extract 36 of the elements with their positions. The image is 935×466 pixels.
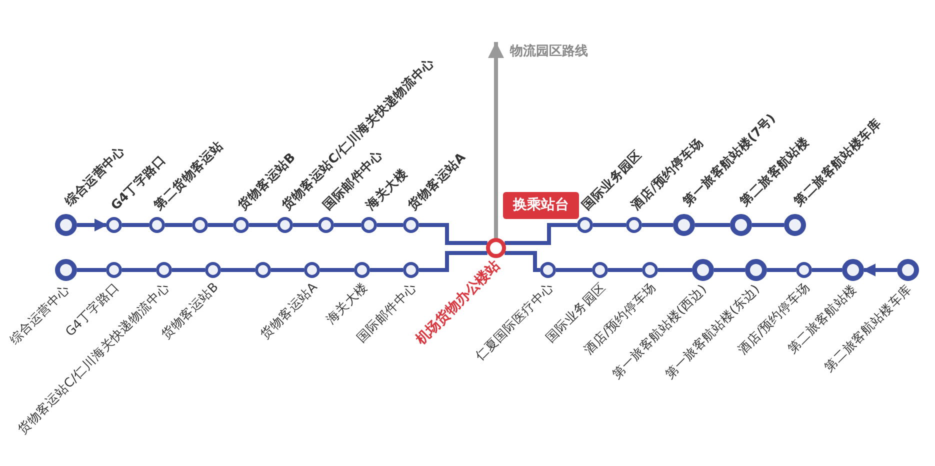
route-line: [642, 223, 673, 227]
route-label: 物流园区路线: [488, 42, 588, 62]
route-line: [377, 223, 403, 227]
route-line: [812, 268, 842, 272]
route-line: [767, 268, 796, 272]
station-circle: [255, 262, 271, 278]
route-line: [77, 268, 106, 272]
route-line: [208, 223, 233, 227]
route-line: [370, 268, 403, 272]
route-line: [334, 223, 361, 227]
route-line: [556, 268, 592, 272]
route-line: [419, 251, 488, 272]
route-line: [419, 223, 488, 245]
route-line: [293, 223, 318, 227]
transfer-platform-badge: 换乘站台: [503, 192, 579, 219]
route-line: [608, 268, 642, 272]
route-line: [271, 268, 304, 272]
route-line: [695, 223, 730, 227]
route-line: [320, 268, 354, 272]
route-line: [658, 268, 692, 272]
route-line: [504, 223, 577, 245]
route-arrow: [862, 264, 897, 276]
route-line: [714, 268, 745, 272]
route-line: [165, 223, 192, 227]
route-line: [122, 223, 149, 227]
route-line: [593, 223, 626, 227]
station-circle: [192, 217, 208, 233]
route-arrow: [77, 218, 108, 232]
station-label: 货物客运站A: [258, 279, 320, 342]
route-line: [504, 251, 540, 272]
route-line: [221, 268, 255, 272]
route-line: [249, 223, 277, 227]
branch-route-arrow: [488, 42, 504, 238]
route-line: [752, 223, 784, 227]
route-line: [122, 268, 156, 272]
route-line: [172, 268, 205, 272]
